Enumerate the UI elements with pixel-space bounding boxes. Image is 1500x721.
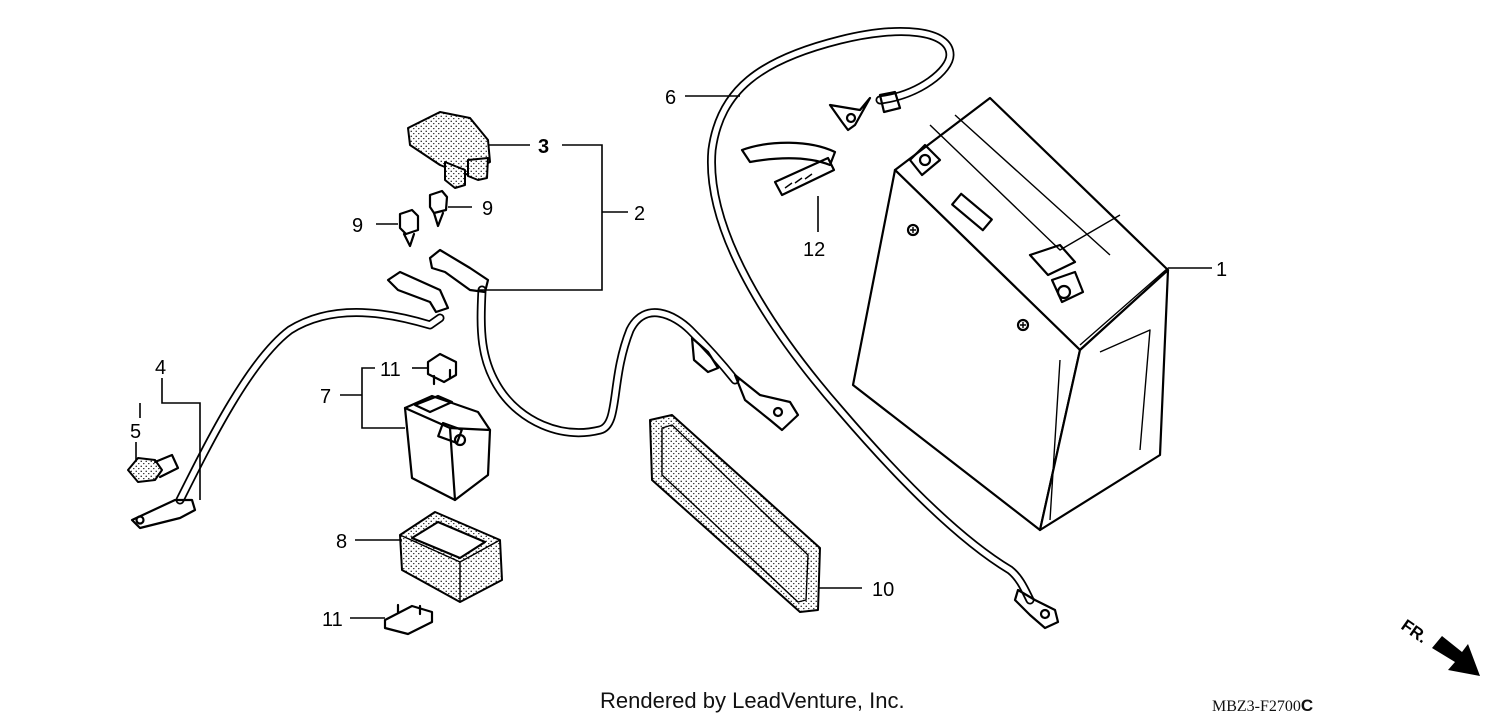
leader-lines <box>135 95 1212 619</box>
callout-3: 3 <box>538 136 549 158</box>
diagram-code-suffix: C <box>1300 696 1314 715</box>
battery-band-strap <box>740 141 837 197</box>
front-arrow-icon <box>1432 636 1480 676</box>
terminal-cover <box>407 111 491 189</box>
render-credit: Rendered by LeadVenture, Inc. <box>600 688 905 713</box>
callout-2: 2 <box>634 203 645 225</box>
callout-7: 7 <box>320 386 331 408</box>
fuse-upper <box>426 352 458 386</box>
starter-relay-cable <box>428 248 800 438</box>
battery-rubber-pad <box>649 414 821 613</box>
diagram-code-main: MBZ3-F2700 <box>1212 698 1301 715</box>
battery-cable-long <box>706 27 1060 630</box>
callout-9-right: 9 <box>482 198 493 220</box>
callout-10: 10 <box>872 579 894 601</box>
callout-8: 8 <box>336 531 347 553</box>
callout-5: 5 <box>130 421 141 443</box>
fuse-lower <box>383 603 434 636</box>
bolts <box>398 189 449 248</box>
relay-cover <box>399 511 503 603</box>
battery <box>851 96 1170 532</box>
callout-11-upper: 11 <box>380 359 401 381</box>
callout-12: 12 <box>803 239 825 261</box>
callout-4: 4 <box>155 357 166 379</box>
callout-9-left: 9 <box>352 215 363 237</box>
front-direction-indicator: FR. <box>1398 616 1480 676</box>
ground-bolt <box>127 453 180 483</box>
callout-1: 1 <box>1216 259 1227 281</box>
callout-11-lower: 11 <box>322 609 343 631</box>
callout-labels: 1 2 3 4 5 6 7 8 9 9 10 11 11 12 <box>130 87 1227 631</box>
starter-relay <box>403 394 492 502</box>
direction-label: FR. <box>1398 616 1431 647</box>
ground-cable <box>130 270 450 530</box>
diagram-code: MBZ3-F2700C <box>1212 696 1313 716</box>
callout-6: 6 <box>665 87 676 109</box>
